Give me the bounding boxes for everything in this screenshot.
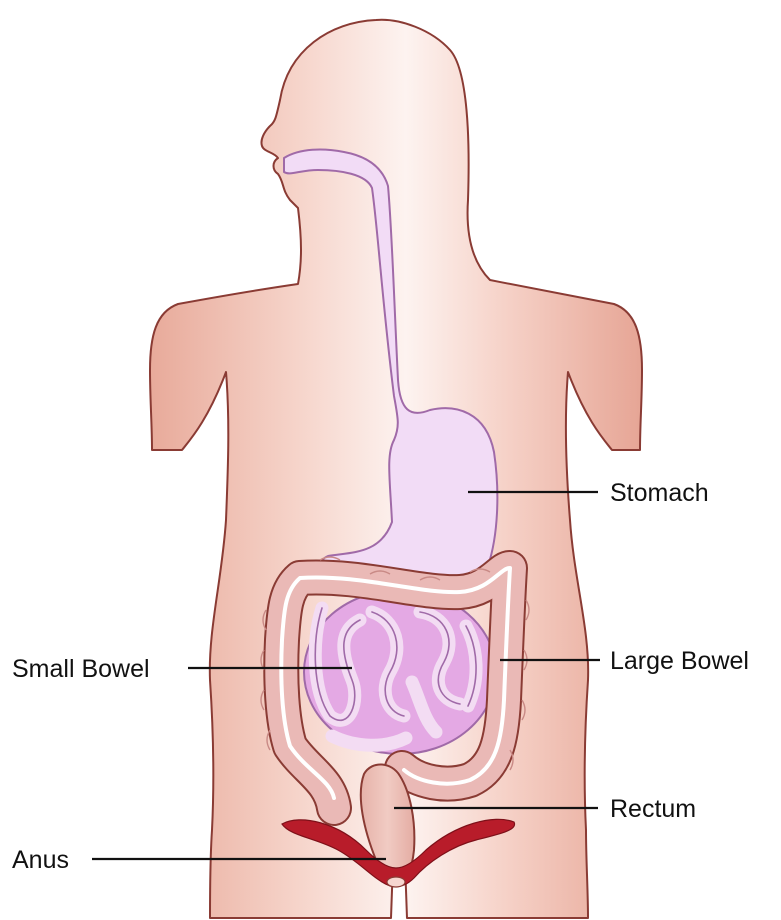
small-bowel bbox=[304, 590, 496, 754]
anus-opening bbox=[387, 877, 405, 887]
rectum-label: Rectum bbox=[610, 795, 696, 823]
small-bowel-label: Small Bowel bbox=[12, 655, 150, 683]
anus-label: Anus bbox=[12, 846, 69, 874]
stomach-label: Stomach bbox=[610, 479, 709, 507]
large-bowel-label: Large Bowel bbox=[610, 647, 749, 675]
